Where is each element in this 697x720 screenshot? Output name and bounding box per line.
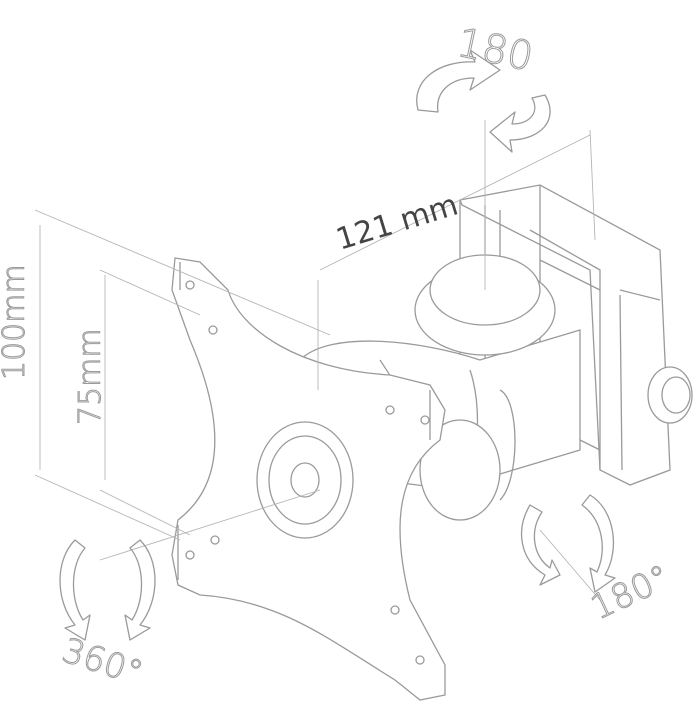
tilt-arrow-left-icon: [520, 504, 561, 586]
dimension-lines: [34, 120, 601, 601]
mounting-holes: [185, 280, 430, 665]
rotate-arrow-right-icon: [124, 539, 156, 641]
label-inner-height: 75mm: [73, 328, 108, 425]
rotation-arrows: [59, 49, 616, 641]
label-width-dimension: 121 mm: [332, 188, 462, 258]
knob: [647, 366, 693, 424]
vesa-plate: [171, 257, 446, 701]
label-outer-height: 100mm: [0, 264, 32, 380]
rotate-arrow-left-icon: [59, 539, 91, 641]
label-plate-rotation: 360°: [57, 631, 147, 694]
tilt-arrow-right-icon: [581, 494, 616, 593]
label-top-rotation: 180: [453, 20, 537, 81]
rotate-arrow-top-right-icon: [489, 94, 551, 153]
rotate-arrow-top-left-icon: [416, 49, 501, 113]
